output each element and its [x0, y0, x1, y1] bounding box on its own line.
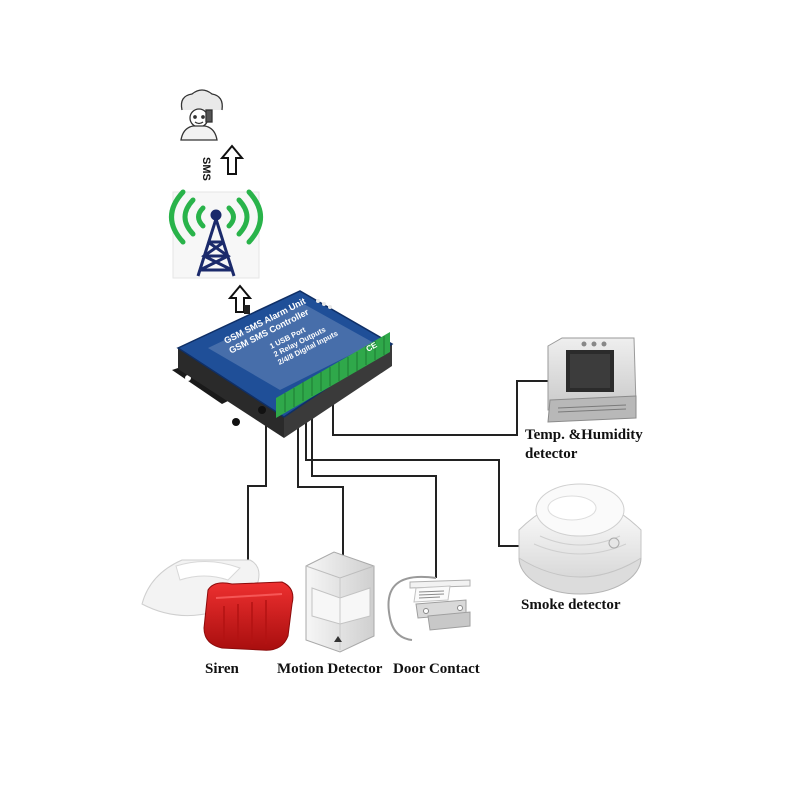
temp-humidity-label-line2: detector [525, 446, 578, 462]
wire-siren [247, 402, 267, 563]
wire-motion [297, 402, 344, 556]
temp-humidity-label-line1: Temp. &Humidity [525, 427, 643, 443]
gsm-controller-device [172, 290, 394, 438]
door-contact-label: Door Contact [393, 661, 480, 677]
gsm-tower-icon [169, 189, 263, 279]
door-contact [387, 575, 471, 641]
smoke-detector-label: Smoke detector [521, 597, 621, 613]
temp-humidity-detector [547, 337, 637, 423]
wiring [247, 380, 548, 578]
temp-humidity-label: Temp. &Humidity detector [525, 426, 643, 464]
wire-temp [332, 380, 548, 436]
sms-label: SMS [200, 157, 212, 181]
wire-door [311, 402, 437, 578]
siren [141, 559, 294, 651]
wire-smoke [305, 402, 520, 547]
siren-label: Siren [205, 661, 239, 677]
sms-up-arrow-icon [219, 144, 245, 175]
motion-detector [305, 551, 375, 653]
motion-detector-label: Motion Detector [277, 661, 383, 677]
person-phone-icon [180, 89, 223, 141]
smoke-detector [518, 483, 642, 595]
